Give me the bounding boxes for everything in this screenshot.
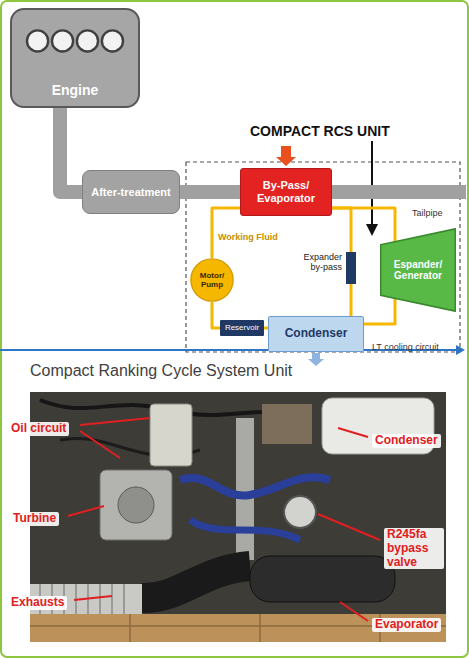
expander-shape <box>381 229 455 311</box>
cylinder-circle <box>77 30 98 51</box>
figure-caption: Compact Ranking Cycle System Unit <box>30 362 292 380</box>
leader-line <box>68 506 104 516</box>
cylinder-circle <box>27 30 48 51</box>
photo-bracket <box>262 404 312 444</box>
condenser-box: Condenser <box>268 316 364 352</box>
label-holder: Compact Ranking Cycle System Unit <box>30 362 370 380</box>
tailpipe <box>332 185 466 199</box>
callout-arrow <box>371 141 373 226</box>
node-text: Expander by-pass <box>296 252 342 273</box>
label-holder: Exhausts <box>8 592 74 610</box>
pump-circle: Motor/ Pump <box>190 258 234 302</box>
leader-line <box>80 418 150 425</box>
cylinder-icons <box>12 16 138 74</box>
fluid-line <box>364 299 395 324</box>
callout-arrowhead <box>366 224 378 236</box>
label-holder: Evaporator <box>372 614 444 632</box>
photo-valve <box>284 496 316 528</box>
heat-out-arrow <box>308 353 324 366</box>
photo-evaporator <box>250 556 395 602</box>
photo-hose <box>190 520 300 540</box>
cylinder-circle <box>52 30 73 51</box>
node-text: Condenser <box>285 327 348 341</box>
label-holder: LT cooling circuit <box>372 336 458 354</box>
photo-callout: Oil circuit <box>8 422 69 436</box>
photo-callout: Turbine <box>10 512 59 526</box>
leader-line <box>340 602 368 621</box>
node-text: By-Pass/ Evaporator <box>244 179 328 204</box>
photo-callout: Evaporator <box>372 618 441 632</box>
label-holder: Working Fluid <box>218 226 290 244</box>
photo-hose <box>180 477 330 495</box>
label-holder: Oil circuit <box>8 418 78 436</box>
photo-pipe <box>236 418 254 560</box>
node-text: Motor/ Pump <box>195 271 229 289</box>
label-holder: Tailpipe <box>412 202 458 220</box>
cooling-arrowhead <box>456 345 465 355</box>
circuit-label: LT cooling circuit <box>372 342 439 352</box>
fluid-line <box>332 208 395 241</box>
cylinder-circle <box>102 30 123 51</box>
node-text: Espander/ Generator <box>389 259 447 282</box>
engine-block: Engine <box>10 8 140 108</box>
fluid-label: Working Fluid <box>218 232 278 242</box>
photo-callout: Condenser <box>372 434 441 448</box>
photo-callout: Exhausts <box>8 596 67 610</box>
photo-exhaust-pipe <box>140 566 250 598</box>
evaporator-box: By-Pass/ Evaporator <box>240 168 332 216</box>
fluid-line <box>350 284 353 316</box>
bypass-valve: Expander by-pass <box>346 252 356 284</box>
aftertreatment-box: After-treatment <box>82 170 180 214</box>
heat-arrow <box>276 146 296 166</box>
node-text: After-treatment <box>91 186 170 199</box>
photo-ground <box>30 392 446 642</box>
exhaust-pipe <box>60 108 82 192</box>
photo-turbine <box>100 470 172 540</box>
node-text: Engine <box>52 82 99 98</box>
unit-callout: COMPACT RCS UNIT <box>250 123 390 139</box>
photo-pallet-planks <box>30 614 446 642</box>
outside-text-holder: Expander by-pass <box>296 252 342 274</box>
leader-line <box>74 596 112 600</box>
fluid-line <box>212 302 220 328</box>
leader-line <box>338 428 368 437</box>
node-text: Reservoir <box>225 323 259 332</box>
label-holder: COMPACT RCS UNIT <box>250 122 420 140</box>
photo-oil-tank <box>150 404 192 466</box>
label-holder: Turbine <box>10 508 68 526</box>
reservoir-box: Reservoir <box>220 320 264 336</box>
leader-line <box>318 514 380 540</box>
exhaust-pipe <box>180 185 240 199</box>
pump-shape <box>191 259 233 301</box>
leader-line <box>80 431 120 458</box>
fluid-line <box>332 208 351 252</box>
pipe-label: Tailpipe <box>412 208 443 218</box>
photo-pallet <box>30 614 446 642</box>
photo-turbine-housing <box>118 487 154 523</box>
label-holder: R245fa bypass valve <box>384 528 444 570</box>
label-holder: Condenser <box>372 430 444 448</box>
expander-generator: Espander/ Generator <box>380 228 456 312</box>
photo-callout: R245fa bypass valve <box>384 528 444 569</box>
